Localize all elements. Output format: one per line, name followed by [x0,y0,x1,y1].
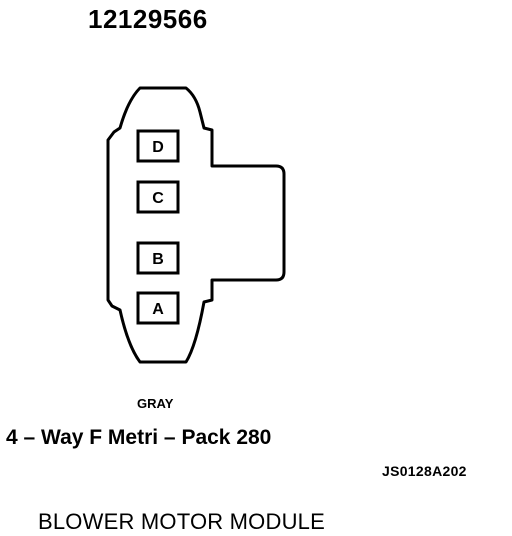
pin-label-d: D [152,139,164,156]
pin-label-a: A [152,301,164,318]
pin-b: B [136,241,180,275]
pin-label-b: B [152,251,164,268]
connector-color-label: GRAY [137,396,174,411]
pin-d: D [136,129,180,163]
pin-c: C [136,180,180,214]
module-title: BLOWER MOTOR MODULE [38,509,325,534]
part-number: 12129566 [88,4,208,34]
reference-code: JS0128A202 [382,463,467,479]
connector-outline [106,86,286,364]
connector-diagram: D C B A [106,86,286,364]
pin-label-c: C [152,190,164,207]
pin-a: A [136,291,180,325]
connector-description: 4 – Way F Metri – Pack 280 [6,426,272,449]
